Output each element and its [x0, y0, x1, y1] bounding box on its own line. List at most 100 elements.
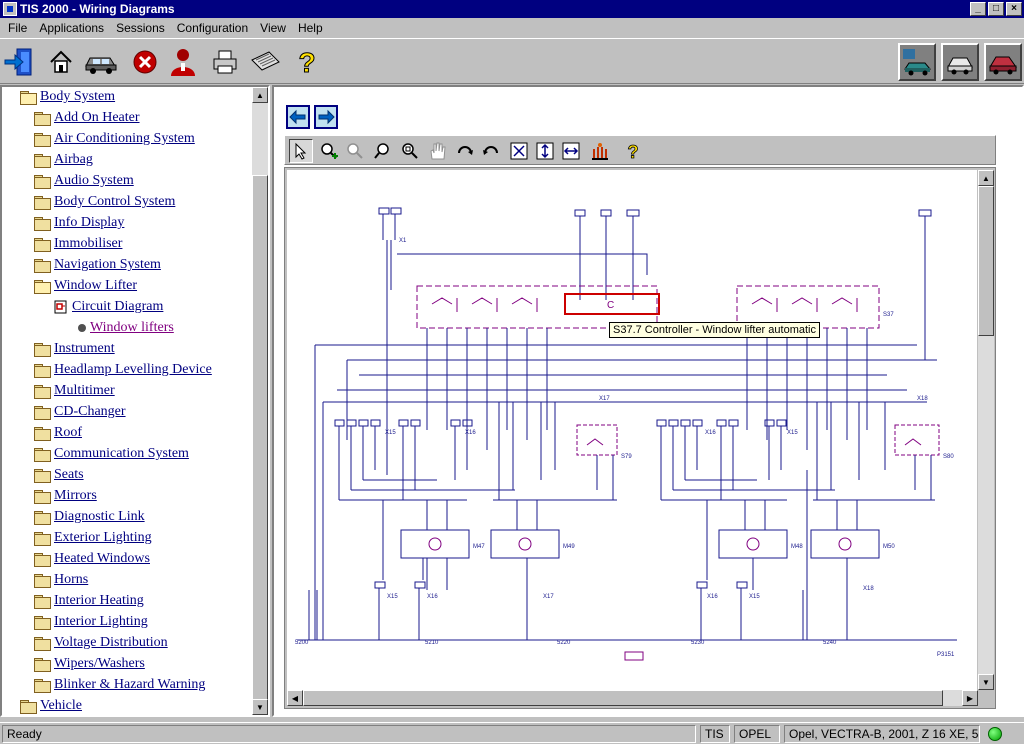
diagram-hscroll-thumb[interactable] — [303, 690, 943, 706]
close-button[interactable]: × — [1006, 2, 1022, 16]
title-bar[interactable]: TIS 2000 - Wiring Diagrams _ □ × — [0, 0, 1024, 18]
folder-icon — [34, 531, 51, 546]
maximize-button[interactable]: □ — [988, 2, 1004, 16]
diagram-vscroll-thumb[interactable] — [978, 186, 994, 336]
minimize-button[interactable]: _ — [970, 2, 986, 16]
keyboard-button[interactable] — [248, 45, 282, 79]
rotate-ccw-tool[interactable] — [479, 139, 503, 163]
tree-item-horns[interactable]: Horns — [34, 570, 88, 590]
folder-icon — [34, 468, 51, 483]
tree-item-voltage-distribution[interactable]: Voltage Distribution — [34, 633, 168, 653]
tree-item-audio-system[interactable]: Audio System — [34, 171, 134, 191]
menu-help[interactable]: Help — [297, 21, 323, 35]
tree-item-circuit-diagram[interactable]: Circuit Diagram — [54, 297, 163, 317]
svg-text:X18: X18 — [917, 396, 928, 402]
zoom-in-tool[interactable] — [317, 139, 341, 163]
user-button[interactable] — [166, 45, 200, 79]
highlight-tool[interactable] — [587, 139, 611, 163]
diagram-vertical-scrollbar[interactable]: ▲ ▼ — [978, 170, 994, 690]
folder-open-icon — [34, 279, 51, 294]
rotate-cw-tool[interactable] — [453, 139, 477, 163]
scroll-up-button[interactable]: ▲ — [252, 87, 268, 103]
vehicle-icon — [85, 57, 117, 74]
connection-indicator — [988, 727, 1002, 741]
fit-height-tool[interactable] — [533, 139, 557, 163]
vehicle-button[interactable] — [84, 45, 118, 79]
scroll-thumb[interactable] — [252, 175, 268, 705]
tree-item-interior-lighting[interactable]: Interior Lighting — [34, 612, 148, 632]
diagram-horizontal-scrollbar[interactable]: ◀ ▶ — [287, 690, 978, 706]
tree-item-cd-changer[interactable]: CD-Changer — [34, 402, 126, 422]
menu-file[interactable]: File — [8, 21, 28, 35]
zoom-tool[interactable] — [371, 139, 395, 163]
window-controls: _ □ × — [970, 2, 1022, 16]
home-button[interactable] — [44, 45, 78, 79]
tree-item-window-lifter[interactable]: Window Lifter — [34, 276, 137, 296]
tree-item-navigation-system[interactable]: Navigation System — [34, 255, 161, 275]
tree-item-exterior-lighting[interactable]: Exterior Lighting — [34, 528, 152, 548]
diagram-help-tool[interactable]: ? — [621, 139, 645, 163]
vehicle-view-button[interactable] — [984, 43, 1022, 81]
tree-item-body-system[interactable]: Body System — [20, 87, 115, 107]
tree-item-window-lifters[interactable]: Window lifters — [74, 318, 174, 338]
arrow-right-icon — [318, 109, 335, 125]
diagram-scroll-down-button[interactable]: ▼ — [978, 674, 994, 690]
svg-text:X18: X18 — [863, 586, 874, 592]
pan-tool[interactable] — [425, 139, 449, 163]
stop-button[interactable] — [128, 45, 162, 79]
tree-item-add-on-heater[interactable]: Add On Heater — [34, 108, 140, 128]
help-button[interactable]: ? — [290, 45, 324, 79]
menu-configuration[interactable]: Configuration — [176, 21, 249, 35]
tree-item-heated-windows[interactable]: Heated Windows — [34, 549, 150, 569]
forward-button[interactable] — [314, 105, 338, 129]
svg-text:S80: S80 — [943, 454, 954, 460]
diagram-scroll-right-button[interactable]: ▶ — [962, 690, 978, 706]
tree-item-mirrors[interactable]: Mirrors — [34, 486, 97, 506]
svg-text:M48: M48 — [791, 544, 803, 550]
folder-icon — [34, 132, 51, 147]
tree-item-info-display[interactable]: Info Display — [34, 213, 124, 233]
tree-item-diagnostic-link[interactable]: Diagnostic Link — [34, 507, 145, 527]
fit-window-tool[interactable] — [507, 139, 531, 163]
tree-item-body-control-system[interactable]: Body Control System — [34, 192, 175, 212]
tree-item-instrument[interactable]: Instrument — [34, 339, 115, 359]
vehicle-select-button[interactable] — [941, 43, 979, 81]
zoom-out-tool[interactable] — [343, 139, 367, 163]
vehicle-data-button[interactable] — [898, 43, 936, 81]
vehicle-data-icon — [903, 49, 932, 76]
wiring-diagram-canvas[interactable]: X1 S37 X17 X18 X15 X16 X16 X15 S79 S80 M… — [287, 170, 977, 690]
menu-applications[interactable]: Applications — [39, 21, 105, 35]
fit-width-tool[interactable] — [559, 139, 583, 163]
zoom-icon — [374, 143, 389, 159]
menu-view[interactable]: View — [260, 21, 286, 35]
back-button[interactable] — [286, 105, 310, 129]
print-button[interactable] — [208, 45, 242, 79]
tree-item-interior-heating[interactable]: Interior Heating — [34, 591, 144, 611]
diagram-scroll-left-button[interactable]: ◀ — [287, 690, 303, 706]
tree-item-headlamp-levelling-device[interactable]: Headlamp Levelling Device — [34, 360, 212, 380]
tree-item-air-conditioning-system[interactable]: Air Conditioning System — [34, 129, 195, 149]
tree-item-seats[interactable]: Seats — [34, 465, 84, 485]
svg-text:P3151: P3151 — [937, 652, 955, 658]
tree-vertical-scrollbar[interactable]: ▲ ▼ — [252, 87, 268, 715]
tree-item-roof[interactable]: Roof — [34, 423, 82, 443]
folder-icon — [34, 195, 51, 210]
exit-button[interactable] — [2, 45, 36, 79]
tree-item-blinker-hazard-warning[interactable]: Blinker & Hazard Warning — [34, 675, 205, 695]
tree-item-airbag[interactable]: Airbag — [34, 150, 93, 170]
pointer-tool[interactable] — [289, 139, 313, 163]
zoom-in-icon — [321, 143, 338, 159]
svg-text:X16: X16 — [427, 594, 438, 600]
diagram-scroll-up-button[interactable]: ▲ — [978, 170, 994, 186]
tree-item-communication-system[interactable]: Communication System — [34, 444, 189, 464]
tree-item-wipers-washers[interactable]: Wipers/Washers — [34, 654, 145, 674]
tree-item-label: CD-Changer — [54, 404, 126, 419]
tree-item-multitimer[interactable]: Multitimer — [34, 381, 115, 401]
tree-item-vehicle[interactable]: Vehicle — [20, 696, 82, 715]
zoom-window-tool[interactable] — [397, 139, 421, 163]
menu-sessions[interactable]: Sessions — [116, 21, 165, 35]
scroll-down-button[interactable]: ▼ — [252, 699, 268, 715]
tree-item-immobiliser[interactable]: Immobiliser — [34, 234, 122, 254]
